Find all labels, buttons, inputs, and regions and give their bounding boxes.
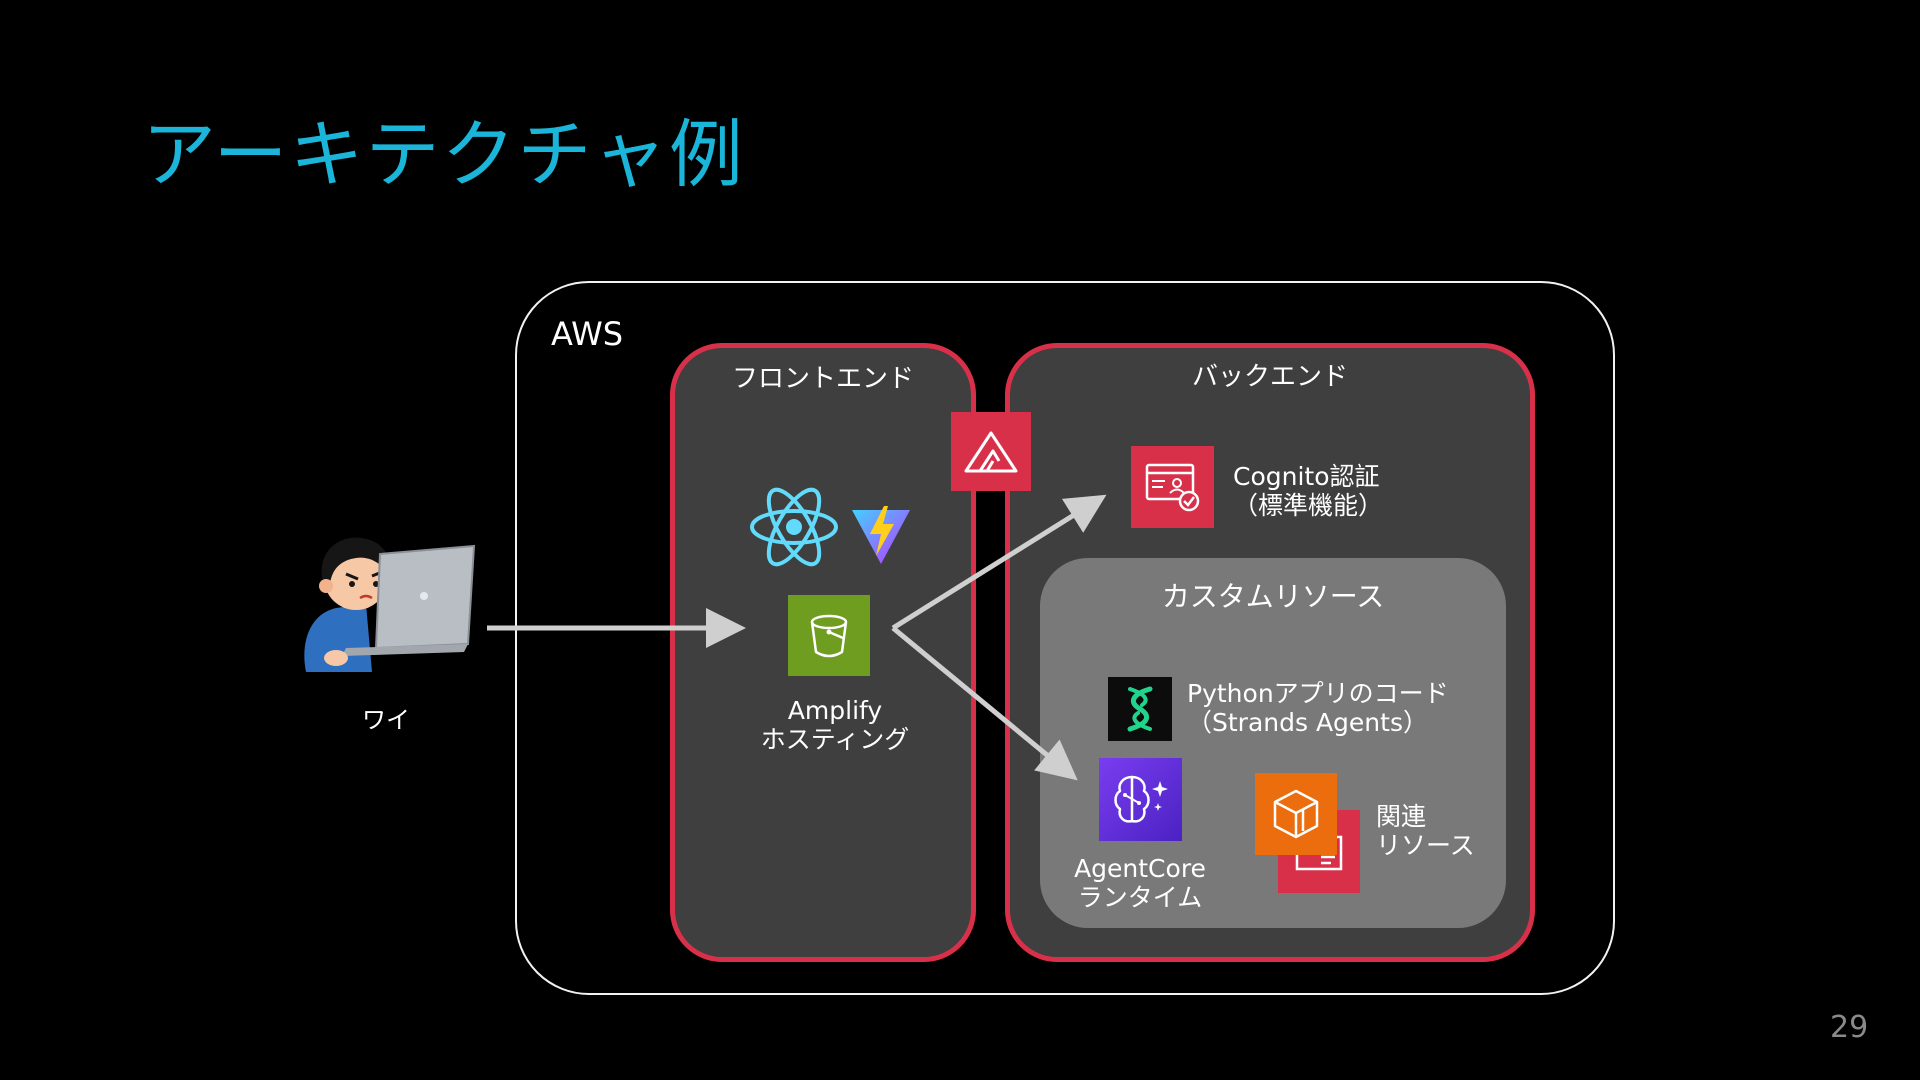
amplify-hosting-line2: ホスティング bbox=[760, 724, 910, 754]
page-title: アーキテクチャ例 bbox=[142, 112, 745, 198]
agentcore-line2: ランタイム bbox=[1077, 882, 1203, 912]
python-app-line2: （Strands Agents） bbox=[1187, 707, 1428, 737]
related-resources-line1: 関連 bbox=[1376, 802, 1427, 831]
cognito-icon bbox=[1131, 446, 1214, 528]
react-icon bbox=[748, 484, 840, 570]
cognito-label: Cognito認証 （標準機能） bbox=[1233, 462, 1384, 520]
cognito-line2: （標準機能） bbox=[1233, 490, 1384, 520]
custom-resources-label: カスタムリソース bbox=[1161, 580, 1385, 613]
user-label: ワイ bbox=[362, 706, 410, 734]
vite-icon bbox=[850, 504, 912, 566]
amplify-hosting-line1: Amplify bbox=[787, 696, 883, 725]
custom-resources-box bbox=[1040, 558, 1506, 928]
agentcore-label: AgentCore ランタイム bbox=[1060, 854, 1220, 912]
strands-icon bbox=[1108, 677, 1172, 741]
s3-bucket-icon bbox=[788, 595, 870, 676]
aws-label: AWS bbox=[551, 315, 624, 353]
related-resources-label: 関連 リソース bbox=[1376, 802, 1475, 860]
resource-icon bbox=[1255, 773, 1337, 855]
python-app-line1: Pythonアプリのコード bbox=[1187, 679, 1449, 708]
cognito-line1: Cognito認証 bbox=[1233, 462, 1380, 491]
agentcore-line1: AgentCore bbox=[1074, 854, 1206, 883]
related-resources-line2: リソース bbox=[1376, 830, 1475, 860]
amplify-icon bbox=[951, 412, 1031, 491]
python-app-label: Pythonアプリのコード （Strands Agents） bbox=[1187, 679, 1449, 737]
aws-container bbox=[515, 281, 1615, 995]
user-illustration bbox=[296, 532, 486, 674]
backend-label: バックエンド bbox=[1191, 362, 1348, 392]
agentcore-icon bbox=[1099, 758, 1182, 841]
frontend-label: フロントエンド bbox=[731, 364, 914, 394]
page-number: 29 bbox=[1830, 1010, 1869, 1045]
amplify-hosting-label: Amplify ホスティング bbox=[740, 696, 930, 754]
